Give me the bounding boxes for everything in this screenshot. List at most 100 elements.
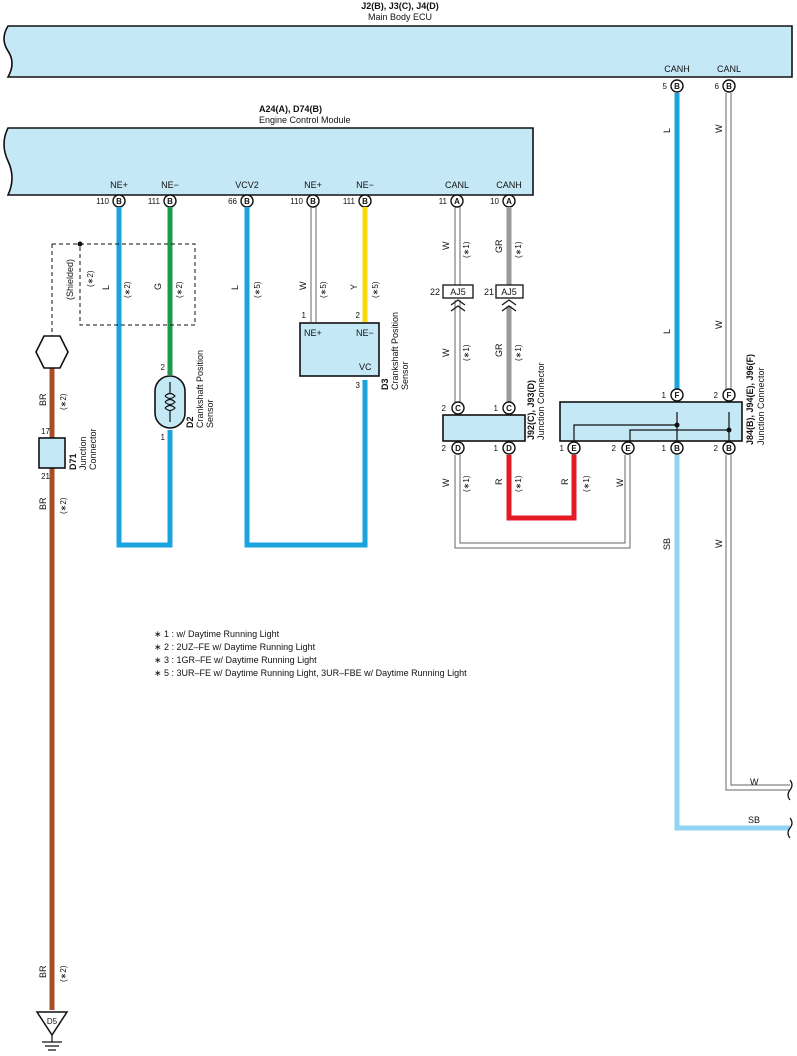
- j92-c2: 2: [442, 404, 447, 413]
- d3-code: D3: [380, 378, 390, 390]
- j93-letter-d1: D: [506, 444, 512, 453]
- j92-box: [442, 414, 526, 442]
- d71-code: D71: [68, 453, 78, 470]
- j93-pin-d2: [451, 441, 465, 455]
- ecm-pin-name: CANH: [496, 180, 522, 190]
- label-w-9: W: [750, 777, 759, 787]
- d71-box: [38, 437, 66, 469]
- j93-d2: 2: [442, 444, 447, 453]
- ecu-pin-name-canh: CANH: [664, 64, 690, 74]
- d2-pin-top: 2: [161, 363, 166, 372]
- ecu-pin-letter-6: B: [726, 82, 732, 91]
- ground-triangle-icon: [35, 1011, 69, 1037]
- ecm-pin-letter: B: [244, 197, 250, 206]
- ground-icon: [42, 1035, 62, 1051]
- j94-pin-e1: [567, 441, 581, 455]
- ecm-pin-number: 110: [96, 197, 109, 206]
- label-br-2: BR: [38, 497, 48, 510]
- label-g: G: [153, 283, 163, 290]
- j92-letter-c2: C: [455, 404, 461, 413]
- note-3: ∗ 3 : 1GR–FE w/ Daytime Running Light: [154, 655, 317, 665]
- ecu-pin-5: [670, 79, 684, 93]
- label-shielded: (Shielded): [65, 259, 75, 300]
- label-l-2: L: [230, 285, 240, 290]
- aj5-label-a: AJ5: [450, 287, 466, 297]
- d71-name2: Connector: [88, 428, 98, 470]
- j96-f1: 1: [662, 391, 667, 400]
- ground-d5: D5: [35, 1011, 69, 1051]
- label-note1-d: (∗1): [514, 344, 523, 361]
- label-r-1: R: [494, 478, 504, 485]
- ecm-pin-letter: B: [116, 197, 122, 206]
- j84-junction-dot-a: [674, 422, 680, 428]
- j84-b1: 1: [662, 444, 667, 453]
- d3-pin2: 2: [356, 311, 361, 320]
- ecm-pin-letter: B: [167, 197, 173, 206]
- label-r-2: R: [560, 478, 570, 485]
- label-note5-a: (∗5): [253, 281, 262, 298]
- ecm-pin-number: 111: [343, 197, 356, 206]
- ecm-pin-name: NE+: [110, 180, 128, 190]
- ecm-pin-name: CANL: [445, 180, 469, 190]
- d3-pin-vc: VC: [359, 362, 372, 372]
- j93-d1: 1: [494, 444, 499, 453]
- wire-w-j93-j94: [454, 455, 631, 549]
- j84-junction-dot-b: [726, 427, 732, 433]
- j84-subtitle: Junction Connector: [756, 367, 766, 445]
- main-body-ecu: J2(B), J3(C), J4(D) Main Body ECU CANH C…: [3, 1, 793, 93]
- engine-control-module: A24(A), D74(B) Engine Control Module: [3, 104, 534, 196]
- d71-junction-connector: 17 21 D71 Junction Connector: [35, 335, 98, 481]
- label-l-1: L: [101, 285, 111, 290]
- aj5-box-b: [495, 284, 524, 299]
- ecu-pin-num-6: 6: [715, 82, 720, 91]
- aj5-box-a: [442, 284, 474, 299]
- j84-title: J84(B), J94(E), J96(F): [745, 354, 755, 445]
- ecm-pin-name: NE−: [161, 180, 179, 190]
- main-body-ecu-box: [3, 25, 793, 78]
- j96-pin-f2: [722, 388, 736, 402]
- ecm-pin-letter: B: [310, 197, 316, 206]
- j94-e1: 1: [560, 444, 565, 453]
- d2-sensor-body: [154, 375, 186, 429]
- ecu-pin-6: [722, 79, 736, 93]
- j92-title: J92(C), J93(D): [526, 380, 536, 440]
- ecm-pin-letter: A: [506, 197, 512, 206]
- label-note2-c: (∗2): [59, 393, 68, 410]
- shield-junction-dot: [77, 241, 83, 247]
- label-note2-a: (∗2): [123, 281, 132, 298]
- aj5-pin-21: 21: [484, 287, 494, 297]
- d2-name2: Sensor: [205, 399, 215, 428]
- ecm-pin-letter: A: [454, 197, 460, 206]
- label-note1-a: (∗1): [462, 241, 471, 258]
- ecm-pin-name: VCV2: [235, 180, 259, 190]
- j92-pin-c1: [502, 401, 516, 415]
- d2-pin-bottom: 1: [161, 433, 166, 442]
- note-1: ∗ 1 : w/ Daytime Running Light: [154, 629, 280, 639]
- chevron-up-icon: [450, 299, 466, 312]
- j84-box: [559, 401, 743, 442]
- j94-pin-e2: [621, 441, 635, 455]
- label-note5-b: (∗5): [319, 281, 328, 298]
- label-l-3: L: [662, 329, 672, 334]
- d3-pin3: 3: [356, 381, 361, 390]
- d3-pin-ne-plus: NE+: [304, 328, 322, 338]
- j92-pin-c2: [451, 401, 465, 415]
- label-sb-2: SB: [748, 815, 760, 825]
- label-note2-e: (∗2): [59, 965, 68, 982]
- shield-boundary: [52, 243, 196, 326]
- j84-b2: 2: [714, 444, 719, 453]
- d3-crankshaft-sensor: 1 2 NE+ NE− VC 3 D3 Crankshaft Position …: [299, 311, 410, 390]
- j92-c1: 1: [494, 404, 499, 413]
- d3-box: [299, 322, 380, 377]
- main-body-ecu-title: J2(B), J3(C), J4(D): [361, 1, 439, 11]
- label-note1-b: (∗1): [514, 241, 523, 258]
- aj5-label-b: AJ5: [501, 287, 517, 297]
- ecm-pin-letter: B: [362, 197, 368, 206]
- j96-f2: 2: [714, 391, 719, 400]
- label-w-4: W: [441, 478, 451, 487]
- ecm-box: [3, 127, 534, 196]
- note-4: ∗ 5 : 3UR–FE w/ Daytime Running Light, 3…: [154, 668, 467, 678]
- wire-break-icon-sb: [787, 817, 793, 839]
- j92-j93-junction: 2 C 1 C 2 D 1 D J92(C), J93(D) Junction …: [442, 362, 546, 455]
